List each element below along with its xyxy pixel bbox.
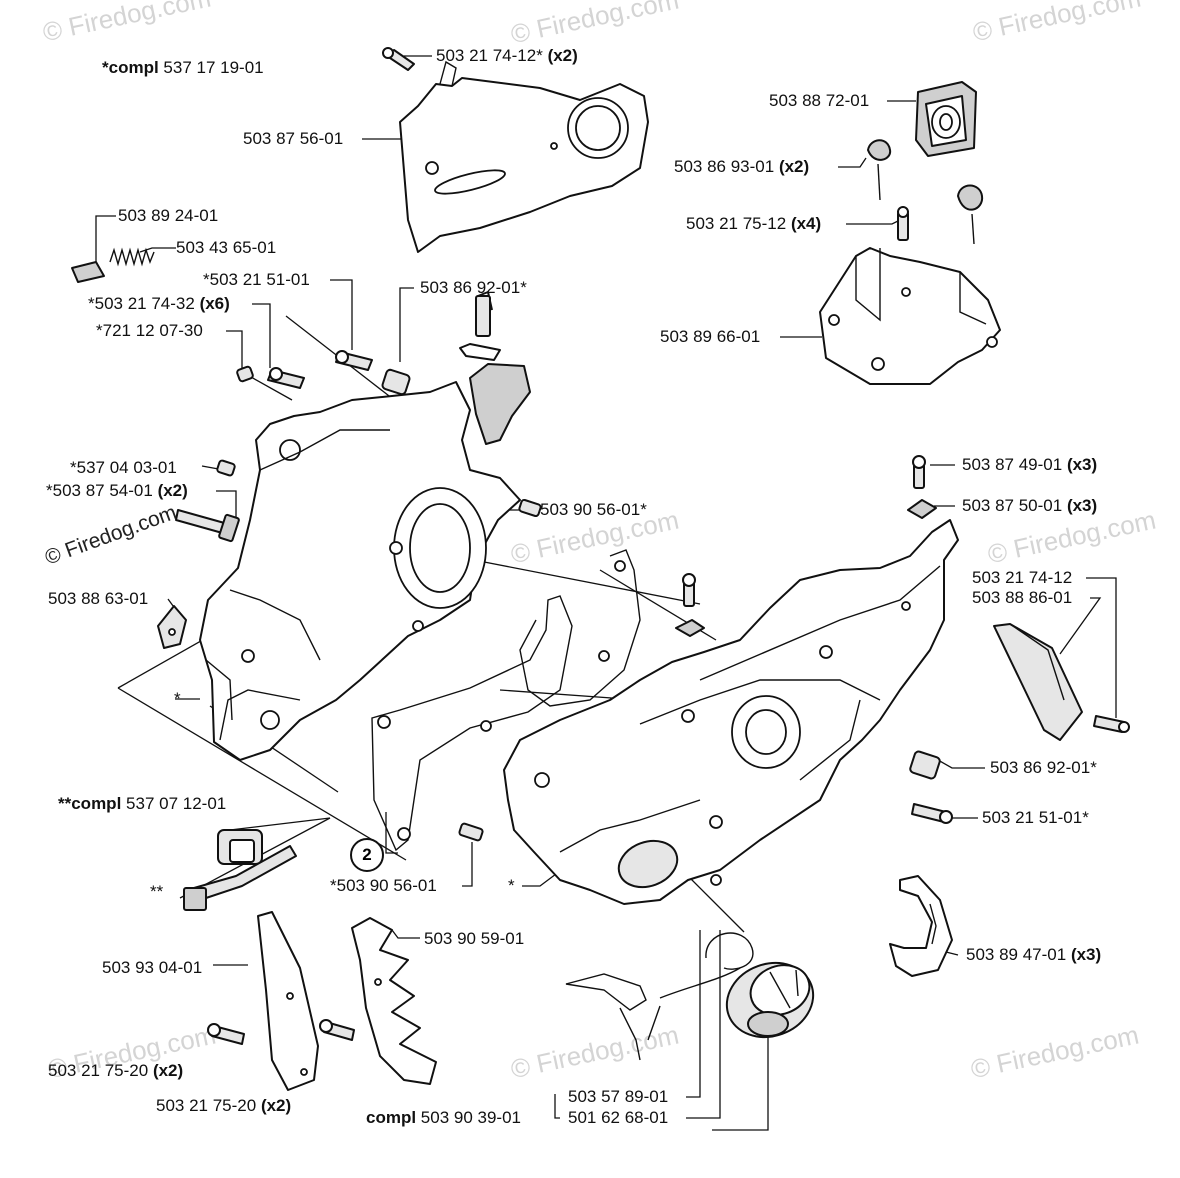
label-pin: *721 12 07-30 [96,321,203,340]
label-tank-screw: 503 21 75-12 (x4) [686,214,822,233]
label-sleeve: *537 04 03-01 [70,458,177,477]
label-bushing-upper: 503 86 92-01* [420,278,527,297]
label-compl-cap: compl 503 90 39-01 [366,1108,521,1127]
label-cover: 503 87 56-01 [243,129,344,148]
fitting-part [867,139,984,245]
gasket-part [371,595,573,852]
strap-part [565,932,754,1061]
label-tank-bracket: 503 89 66-01 [660,327,761,346]
pump-bracket-part [459,291,531,445]
label-fitting: 503 86 93-01 (x2) [674,157,810,176]
fuel-cap-part [725,961,815,1039]
mount-washer-part [907,499,937,519]
screw-mid-part [319,1019,355,1041]
clip-part [157,605,187,649]
clamp-part [889,875,953,977]
label-bushing-right: 503 86 92-01* [990,758,1097,777]
clutch-cover-part [399,60,649,253]
bar-bolt-part [175,509,240,543]
label-case-screw: *503 21 74-32 (x6) [88,294,230,313]
label-mount-screw: 503 87 49-01 (x3) [962,455,1098,474]
cover-screw-part [382,47,415,71]
label-spring-plate: 503 89 24-01 [118,206,219,225]
mid-screw-part [675,573,705,637]
label-bar-bolt: *503 87 54-01 (x2) [46,481,188,500]
case-screw-part [267,367,305,389]
label-bumper-spike: 503 90 59-01 [424,929,525,948]
spring-plate-part [71,261,105,283]
tank-screw-part [897,206,909,241]
label-filter-cover: 503 88 72-01 [769,91,870,110]
tensioner-part [183,829,297,911]
label-screw-right: 503 21 74-12 [972,568,1073,587]
label-screw-mid: 503 21 75-20 (x2) [156,1096,292,1115]
dowel-upper-part [518,498,542,518]
label-spring: 503 43 65-01 [176,238,277,257]
pin-part [236,365,254,383]
label-bolt-right: 503 21 51-01* [982,808,1089,827]
right-bushing-part [909,750,941,780]
right-screw-part [1093,715,1130,733]
label-case-mark-left: * [174,689,181,708]
label-plate-left: 503 93 04-01 [102,958,203,977]
right-crankcase-part [503,519,959,905]
sleeve-part [216,459,236,477]
spring-part [109,247,155,267]
plate-left-part [257,911,319,1091]
label-cap: 501 62 68-01 [568,1108,669,1127]
label-screw-left: 503 21 75-20 (x2) [48,1061,184,1080]
mount-screw-part [912,455,926,489]
label-clip: 503 88 63-01 [48,589,149,608]
label-guard-right: 503 88 86-01 [972,588,1073,607]
label-compl-tensioner: **compl 537 07 12-01 [58,794,227,813]
bumper-spike-part [351,917,437,1085]
right-guard-part [993,623,1083,741]
label-tensioner-mark: ** [150,882,164,901]
label-clamp: 503 89 47-01 (x3) [966,945,1102,964]
label-bolt-upper: *503 21 51-01 [203,270,310,289]
leader-lines [95,55,1117,1131]
tank-bracket-part [819,247,1001,385]
label-dowel-upper: 503 90 56-01* [540,500,647,519]
dowel-lower-part [458,822,484,842]
bolt-upper-part [335,350,373,371]
label-case-mark-bottom: * [508,876,515,895]
label-cover-screw: 503 21 74-12* (x2) [436,46,578,65]
filter-cover-part [915,81,977,157]
label-mount-washer: 503 87 50-01 (x3) [962,496,1098,515]
right-bolt-part [911,803,953,824]
label-strap: 503 57 89-01 [568,1087,669,1106]
screw-left-part [207,1023,245,1045]
gasket-ring-part [519,549,641,707]
bushing-upper-part [381,368,411,396]
callout-number: 2 [350,838,384,872]
label-dowel-lower: *503 90 56-01 [330,876,437,895]
left-crankcase-part [199,381,521,761]
label-compl-cover: *compl 537 17 19-01 [102,58,264,77]
